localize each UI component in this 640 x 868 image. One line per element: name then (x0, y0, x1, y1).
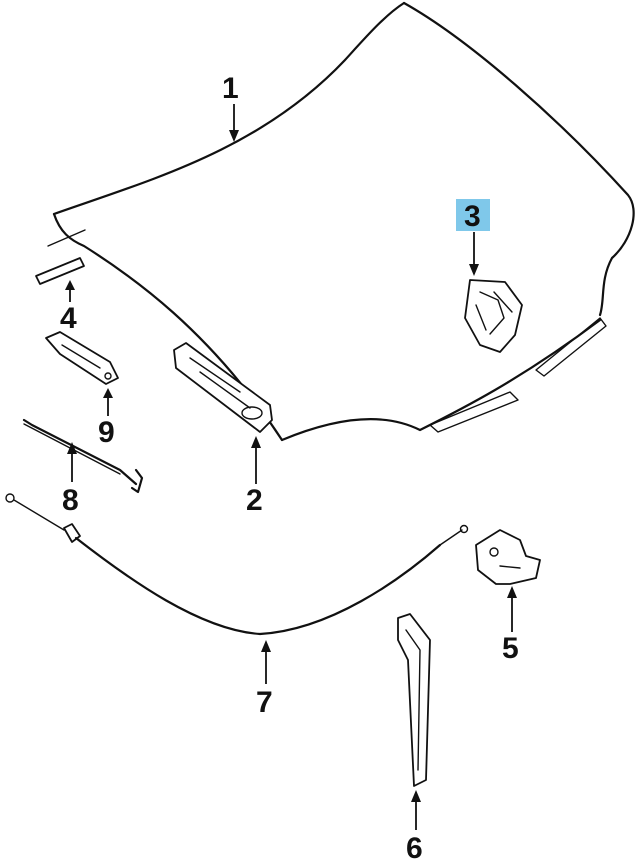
callout-2: 2 (246, 436, 263, 517)
callout-highlight (456, 199, 490, 231)
callout-3: 3 (456, 199, 490, 276)
callout-8: 8 (62, 442, 79, 517)
callout-label: 4 (60, 302, 77, 335)
callout-label: 2 (246, 484, 263, 517)
callout-4: 4 (60, 280, 77, 335)
callout-5: 5 (502, 586, 519, 665)
callout-label: 9 (98, 416, 115, 449)
hood-latch (475, 529, 541, 585)
seal-strip (35, 229, 86, 285)
callout-label: 5 (502, 632, 519, 665)
callout-label: 6 (406, 832, 423, 865)
callout-label: 1 (222, 72, 239, 105)
hood-weatherstrip (173, 342, 273, 433)
prop-rod (22, 418, 144, 494)
release-cable (5, 493, 469, 636)
callout-7: 7 (256, 640, 273, 719)
callout-label: 3 (464, 200, 481, 233)
hood-panel (52, 1, 635, 442)
callout-label: 8 (62, 484, 79, 517)
callout-9: 9 (98, 388, 115, 449)
insulator-pad (464, 279, 523, 353)
support-bracket (397, 613, 431, 787)
callout-label: 7 (256, 686, 273, 719)
callout-6: 6 (406, 790, 423, 865)
callout-1: 1 (222, 72, 239, 142)
hood-hinge (45, 331, 119, 385)
